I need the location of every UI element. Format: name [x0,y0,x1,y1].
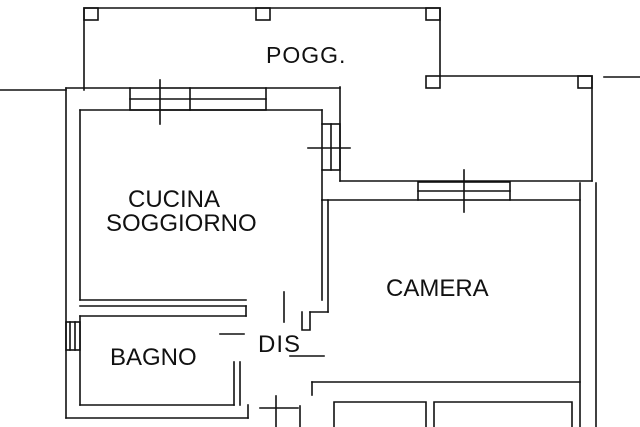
kitchen-walls [79,109,329,331]
lower-rooms [299,401,573,427]
kitchen-label-line2: SOGGIORNO [106,210,257,237]
kitchen-window [129,79,267,125]
balcony-outline [0,7,640,182]
bathroom-label: BAGNO [110,344,197,371]
kitchen-door [307,123,351,201]
bedroom-label: CAMERA [386,275,489,302]
bathroom-walls [79,305,249,419]
balcony-label: POGG. [266,42,347,68]
bedroom-window [417,169,511,213]
hallway-label: DIS [258,331,302,358]
hallway-marks [219,291,325,427]
exterior-walls [65,87,597,427]
bathroom-window [65,321,81,351]
bedroom-walls [311,199,581,396]
kitchen-label-line1: CUCINA [128,186,221,213]
